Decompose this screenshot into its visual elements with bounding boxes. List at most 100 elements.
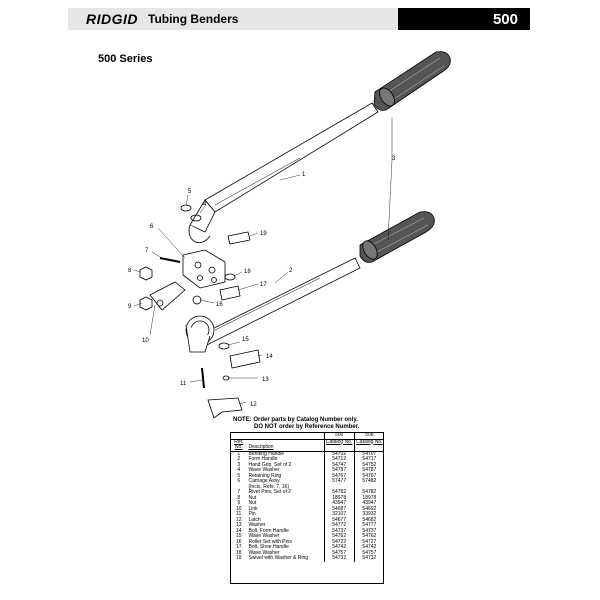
description-cell: Form Handle: [248, 456, 278, 462]
description-cell: Rivet Pins, Set of 2: [248, 489, 292, 495]
callout-10: 10: [142, 338, 149, 344]
catalog-508-cell: 54762: [353, 533, 384, 540]
roller-set-drawing: [192, 295, 202, 305]
link-drawing: [149, 281, 186, 311]
table-row: (Incls. Refs. 7, 16): [230, 483, 384, 490]
retaining-ring-drawing: [180, 204, 192, 212]
leader-lines: [133, 118, 393, 405]
ref-cell: 10: [235, 505, 242, 512]
description-cell: Nut: [248, 494, 257, 501]
lower-hand-grip-drawing: [359, 211, 435, 263]
wave-washer-18-drawing: [224, 273, 236, 281]
description-cell: Wave Washer: [248, 533, 280, 539]
description-cell: Bolt, Form Handle: [248, 527, 289, 534]
catalog-508-cell: 54782: [353, 489, 384, 496]
page-header: RIDGID Tubing Benders 500: [68, 8, 530, 30]
catalog-508-cell: 57482: [353, 478, 384, 485]
description-cell: Nut: [248, 500, 257, 506]
description-cell: Washer: [248, 522, 266, 528]
description-cell: Pin: [248, 511, 256, 517]
brand-logo: RIDGID: [86, 11, 138, 27]
nut-8-drawing: [139, 266, 153, 281]
callout-11: 11: [180, 381, 187, 387]
catalog-508-cell: 54737: [353, 528, 384, 534]
catalog-508-cell: 54742: [353, 544, 384, 551]
callout-9: 9: [128, 304, 132, 310]
note-line-1: NOTE: Order parts by Catalog Number only…: [233, 417, 358, 423]
callout-14: 14: [266, 354, 273, 360]
ref-cell: 15: [235, 533, 242, 539]
ref-cell: 12: [235, 516, 242, 523]
catalog-508-cell: 54777: [353, 522, 384, 529]
bolt-form-handle-drawing: [229, 349, 261, 369]
callout-5: 5: [188, 189, 192, 195]
callout-6: 6: [150, 224, 154, 230]
callout-18: 18: [244, 269, 251, 275]
catalog-508-cell: 54767: [353, 473, 384, 479]
catalog-506-cell: 54712: [323, 456, 355, 463]
catalog-506-cell: 18978: [323, 495, 355, 501]
catalog-508-cell: 18978: [353, 495, 384, 501]
description-cell: Bolt, Shoe Handle: [248, 544, 289, 550]
catalog-508-cell: 54787: [353, 467, 384, 474]
ref-cell: 19: [235, 555, 242, 561]
catalog-508-cell: 54727: [353, 539, 384, 545]
ref-cell: 13: [235, 522, 242, 528]
form-handle-drawing: [185, 257, 361, 353]
callout-17: 17: [260, 282, 267, 288]
ref-cell: 9: [237, 500, 241, 506]
catalog-506-cell: 54762: [323, 533, 355, 540]
catalog-506-cell: [323, 484, 355, 490]
catalog-506-cell: 54767: [323, 473, 355, 479]
catalog-508-cell: 43947: [353, 500, 384, 507]
catalog-508-cell: 33932: [353, 511, 384, 518]
wave-washer-4-drawing: [190, 214, 202, 222]
ordering-note: NOTE: Order parts by Catalog Number only…: [233, 417, 359, 431]
callout-19: 19: [260, 231, 267, 237]
description-cell: Bending Handle: [248, 450, 285, 457]
catalog-508-cell: 54757: [353, 550, 384, 556]
description-cell: Roller Set with Pins: [248, 538, 292, 545]
catalog-506-cell: 54742: [323, 544, 355, 551]
catalog-no-header-508: Catalog No.: [356, 438, 383, 445]
ref-cell: 5: [237, 472, 241, 479]
pin-drawing: [201, 367, 205, 389]
ref-cell: 2: [237, 456, 241, 462]
description-cell: Carriage Assy.: [248, 478, 281, 484]
catalog-508-cell: 54707: [353, 451, 384, 457]
catalog-506-cell: 54757: [323, 550, 355, 556]
catalog-506-cell: 54772: [323, 522, 355, 529]
bending-handle-drawing: [188, 102, 379, 244]
catalog-506-cell: 54677: [323, 517, 355, 523]
catalog-506-cell: 54702: [323, 451, 355, 457]
parts-table: 506 508 Ref. No. Description Catalog No.…: [230, 432, 384, 562]
series-title: 500 Series: [98, 53, 153, 65]
catalog-506-cell: 54747: [323, 462, 355, 468]
description-cell: Latch: [248, 516, 261, 523]
description-header: Description: [248, 444, 274, 450]
latch-drawing: [207, 397, 243, 419]
description-cell: Swivel with Washer & Ring: [248, 555, 309, 561]
description-cell: (Incls. Refs. 7, 16): [248, 483, 290, 490]
ref-cell: 14: [235, 527, 242, 534]
catalog-506-cell: 54687: [323, 506, 355, 512]
header-model-number: 500: [492, 11, 518, 28]
bolt-shoe-handle-drawing: [219, 285, 241, 301]
catalog-508-cell: 54692: [353, 506, 384, 512]
catalog-506-cell: 32107: [323, 511, 355, 518]
ref-cell: 4: [237, 467, 241, 473]
catalog-506-cell: 54782: [323, 489, 355, 496]
